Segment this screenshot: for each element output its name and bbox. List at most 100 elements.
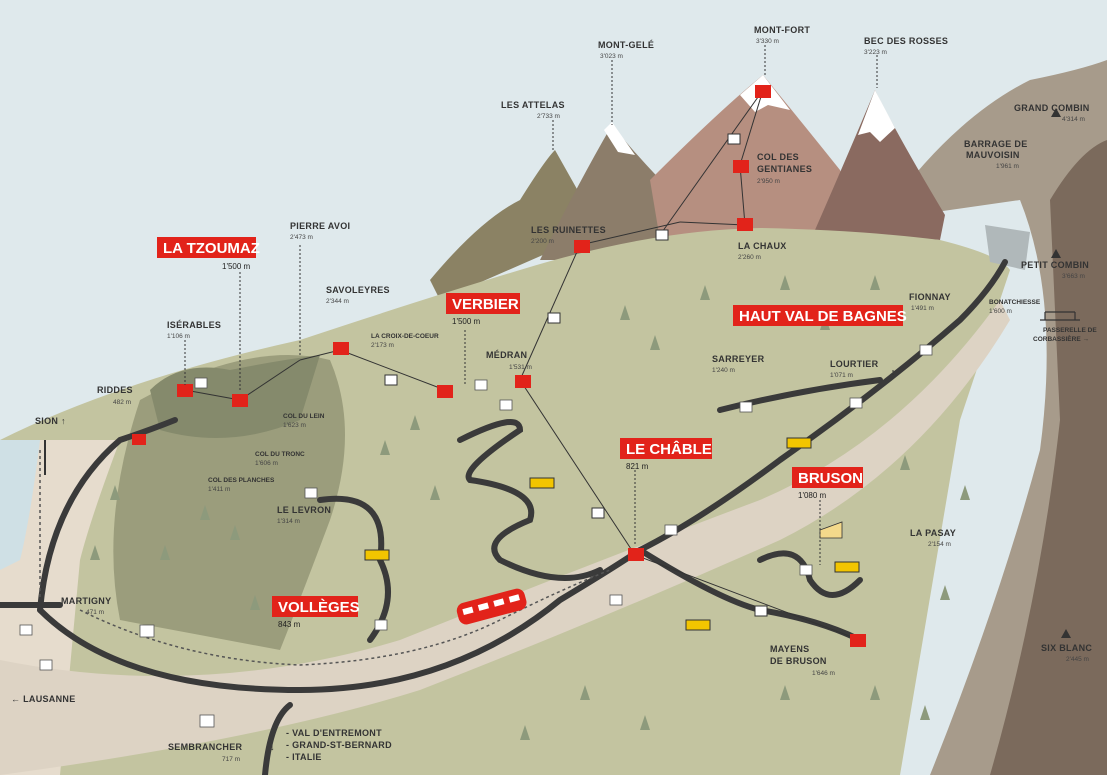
lausanne-label: ← LAUSANNE [11, 694, 76, 704]
gondola-icon [754, 605, 768, 617]
col-des-gentianes-label-1: COL DES [757, 152, 799, 162]
verbier-badge[interactable] [446, 293, 520, 314]
petit-combin-elev: 3'663 m [1062, 273, 1085, 280]
la-pasay-label: LA PASAY [910, 528, 956, 538]
big-labels: LA TZOUMAZ 1'500 m VERBIER 1'500 m HAUT … [157, 237, 907, 629]
destination-1: - VAL D'ENTREMONT [286, 728, 382, 738]
station-bruson-icon [850, 634, 866, 647]
sembrancher-label: SEMBRANCHER [168, 742, 243, 752]
bus-icon [685, 619, 711, 631]
station-le-chable-icon [628, 548, 644, 561]
croix-de-coeur-elev: 2'173 m [371, 342, 394, 349]
station-croix-icon [437, 385, 453, 398]
snow-bec-des-rosses [858, 90, 895, 142]
mayens-elev: 1'646 m [812, 670, 835, 677]
bruson-label: BRUSON [798, 470, 863, 487]
bruson-elev: 1'080 m [798, 491, 827, 500]
gondola-icon [727, 133, 741, 145]
gondola-icon [384, 374, 398, 386]
station-savoleyres-icon [333, 342, 349, 355]
col-des-planches-elev: 1'411 m [208, 486, 230, 493]
stations [132, 85, 866, 647]
pierre-avoi-elev: 2'473 m [290, 234, 313, 241]
le-chable-label: LE CHÂBLE [626, 440, 712, 458]
sion-label: SION ↑ [35, 416, 66, 426]
verbier-elev: 1'500 m [452, 317, 481, 326]
cheese-icon [819, 521, 843, 539]
station-riddes-icon [132, 434, 146, 445]
pierre-avoi-label: PIERRE AVOI [290, 221, 350, 231]
peak-icon-petit-combin [1051, 249, 1061, 258]
le-levron-label: LE LEVRON [277, 505, 331, 515]
road-network [0, 259, 1008, 775]
bonatchiesse-elev: 1'600 m [989, 308, 1012, 315]
place-labels: BARRAGE DE MAUVOISIN 1'961 m COL DES GEN… [11, 139, 1097, 763]
fionnay-elev: 1'491 m [911, 305, 934, 312]
croix-de-coeur-label: LA CROIX-DE-COEUR [371, 333, 439, 340]
volleges-elev: 843 m [278, 620, 301, 629]
station-la-chaux-icon [737, 218, 753, 231]
bonatchiesse-label: BONATCHIESSE [989, 299, 1041, 306]
snow-mont-gele [604, 122, 635, 155]
station-iserables-icon [177, 384, 193, 397]
mont-fort-elev: 3'330 m [756, 38, 779, 45]
iserables-elev: 1'106 m [167, 333, 190, 340]
trees [90, 275, 970, 740]
peak-labels: MONT-FORT 3'330 m MONT-GELÉ 3'023 m BEC … [290, 25, 1092, 663]
iserables-label: ISÉRABLES [167, 320, 221, 330]
petit-combin-label: PETIT COMBIN [1021, 260, 1089, 270]
la-tzoumaz-badge[interactable] [157, 237, 256, 258]
gondolas [384, 133, 768, 617]
medran-label: MÉDRAN [486, 350, 527, 360]
col-du-tronc-label: COL DU TRONC [255, 451, 305, 458]
col-des-planches-label: COL DES PLANCHES [208, 477, 275, 484]
le-levron-elev: 1'314 m [277, 518, 300, 525]
martigny-label: MARTIGNY [61, 596, 111, 606]
dam-icon [985, 225, 1030, 270]
bruson-badge[interactable] [792, 467, 863, 488]
volleges-badge[interactable] [272, 596, 358, 617]
martigny-elev: 471 m [86, 609, 104, 616]
mont-gele-label: MONT-GELÉ [598, 40, 654, 50]
le-chable-badge[interactable] [620, 438, 712, 459]
bus-icon [834, 561, 860, 573]
haut-val-de-bagnes-label: HAUT VAL DE BAGNES [739, 308, 907, 325]
sarreyer-elev: 1'240 m [712, 367, 735, 374]
road-sion [37, 417, 178, 613]
bus-icon [529, 477, 555, 489]
road-sarreyer [717, 377, 883, 413]
six-blanc-label: SIX BLANC [1041, 643, 1092, 653]
peak-icon-grand-combin [1051, 108, 1061, 117]
destination-3: - ITALIE [286, 752, 322, 762]
bus-icon [786, 437, 812, 449]
station-mont-fort-icon [755, 85, 771, 98]
mountain-bec-des-rosses [815, 90, 945, 240]
bec-des-rosses-elev: 3'223 m [864, 49, 887, 56]
station-medran-icon [515, 375, 531, 388]
mayens-label-2: DE BRUSON [770, 656, 827, 666]
down-arrow-icon: ↓ [270, 742, 275, 752]
la-pasay-elev: 2'154 m [928, 541, 951, 548]
mont-gele-elev: 3'023 m [600, 53, 623, 60]
verbier-label: VERBIER [452, 296, 519, 313]
road-verbier [457, 419, 603, 581]
col-des-gentianes-elev: 2'950 m [757, 178, 780, 185]
les-attelas-label: LES ATTELAS [501, 100, 565, 110]
bridge-icon [1040, 311, 1080, 321]
le-chable-elev: 821 m [626, 462, 649, 471]
la-tzoumaz-label: LA TZOUMAZ [163, 240, 260, 257]
lake-water [0, 440, 40, 570]
la-chaux-elev: 2'260 m [738, 254, 761, 261]
road-bruson-hairpin [757, 550, 863, 598]
passerelle-label-2: CORBASSIÈRE → [1033, 334, 1089, 343]
col-du-tronc-elev: 1'606 m [255, 460, 278, 467]
six-blanc-elev: 2'445 m [1066, 656, 1089, 663]
haut-val-de-bagnes-badge[interactable] [733, 305, 903, 326]
gondola-icon [547, 312, 561, 324]
les-ruinettes-label: LES RUINETTES [531, 225, 606, 235]
barrage-elev: 1'961 m [996, 163, 1019, 170]
medran-elev: 1'531 m [509, 364, 532, 371]
gondola-icon [591, 507, 605, 519]
savoleyres-elev: 2'344 m [326, 298, 349, 305]
grand-combin-elev: 4'314 m [1062, 116, 1085, 123]
